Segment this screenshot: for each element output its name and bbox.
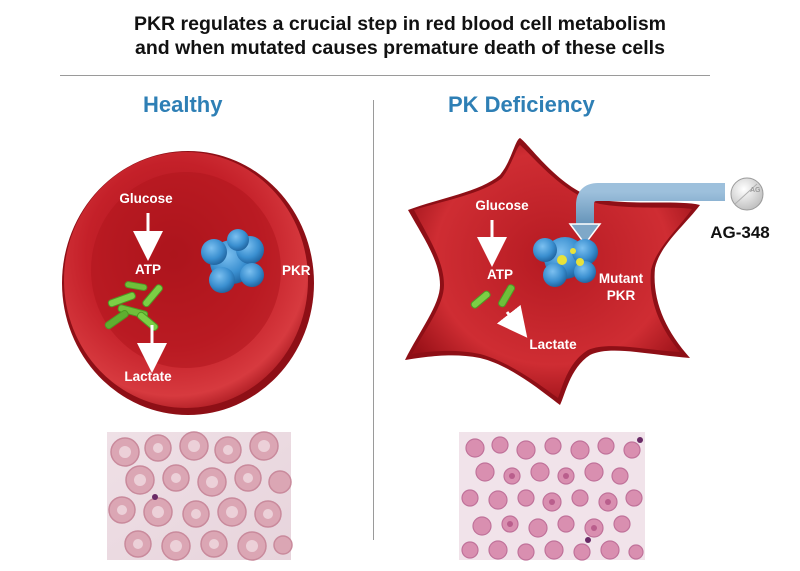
deficiency-lactate-label: Lactate [529, 337, 577, 352]
deficiency-atp-label: ATP [487, 267, 513, 282]
pk-deficiency-heading: PK Deficiency [448, 92, 595, 117]
ag-348-pill-icon: AG [730, 177, 764, 211]
healthy-red-blood-cell [62, 151, 314, 415]
healthy-blood-smear-image [107, 431, 293, 561]
ag-348-label: AG-348 [710, 223, 770, 242]
pk-deficiency-blood-smear-image [459, 432, 645, 561]
drug-delivery-pipe [576, 183, 725, 228]
healthy-pkr-label: PKR [282, 263, 311, 278]
healthy-heading: Healthy [143, 92, 223, 117]
title-line-1: PKR regulates a crucial step in red bloo… [133, 13, 667, 35]
figure-title: PKR regulates a crucial step in red bloo… [0, 12, 800, 60]
mutant-pkr-protein-icon [533, 237, 598, 287]
drug-arrow-head [568, 223, 602, 246]
pkr-protein-icon [201, 229, 264, 293]
deficiency-atp-molecules-icon [470, 284, 515, 309]
deficiency-atp-to-lactate-arrow [496, 304, 528, 338]
mutant-label: Mutant [599, 271, 644, 286]
pill-imprint: AG [750, 187, 761, 194]
panel-divider [373, 100, 374, 540]
healthy-atp-label: ATP [135, 262, 161, 277]
atp-molecule-cluster-icon [104, 281, 163, 332]
mutant-pkr-label: PKR [607, 288, 636, 303]
title-divider [60, 75, 710, 76]
title-line-2: and when mutated causes premature death … [135, 37, 665, 59]
healthy-lactate-label: Lactate [124, 369, 172, 384]
healthy-glucose-label: Glucose [119, 191, 173, 206]
deficiency-glucose-label: Glucose [475, 198, 529, 213]
